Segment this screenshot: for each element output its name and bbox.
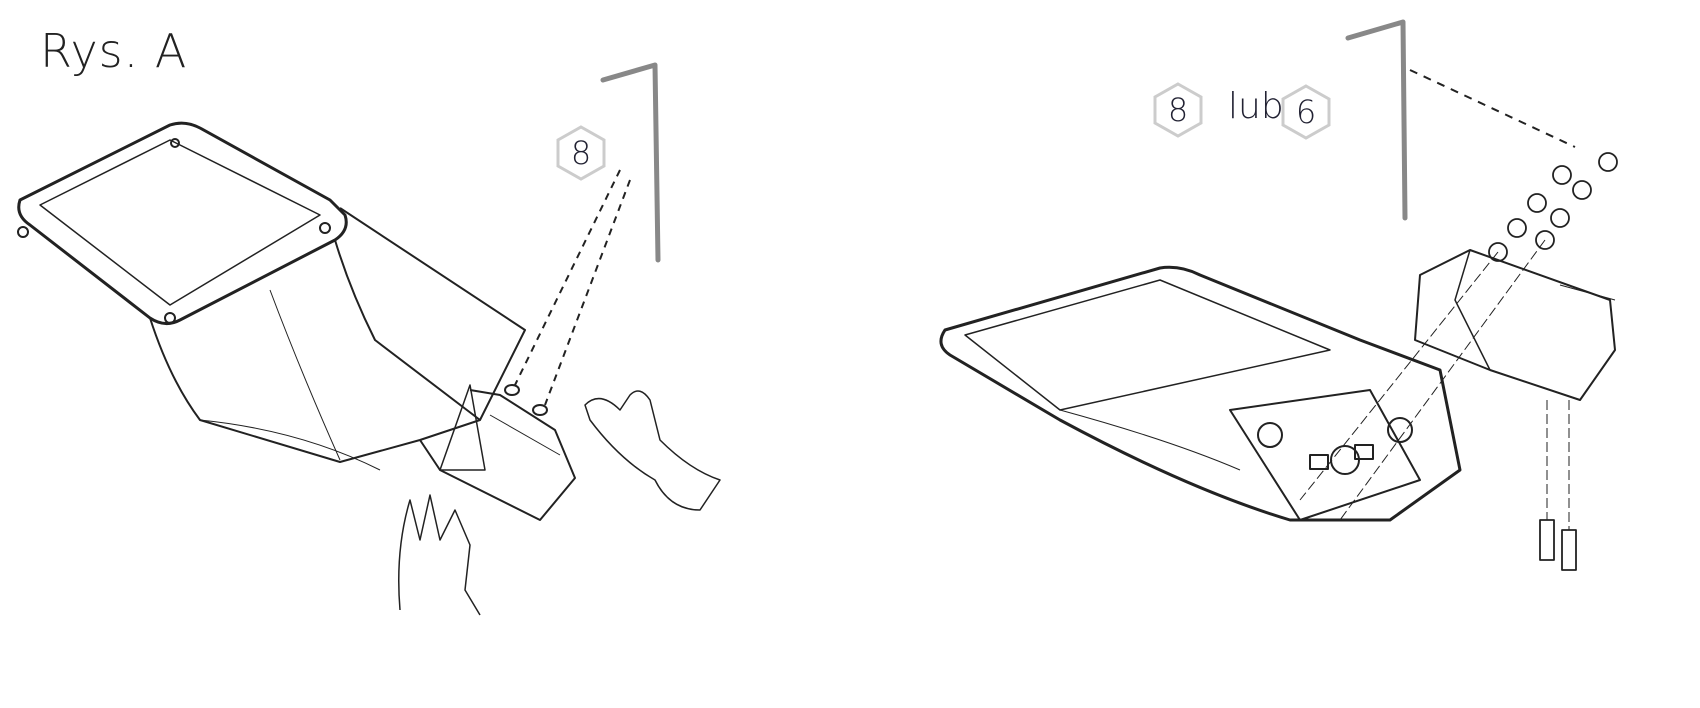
hexagon-icon [1153,82,1203,138]
right-mounting-bracket [1414,249,1616,401]
left-allen-key [600,62,661,263]
right-key-leader [1409,69,1576,148]
right-lamp-housing [939,265,1462,522]
separator-label: lub [1228,86,1284,127]
left-lamp-housing [17,121,526,471]
right-bolts [1488,152,1618,571]
right-allen-key [1345,19,1408,221]
hex-size-badge-b: 6 [1280,84,1332,140]
hexagon-icon [556,125,606,181]
figure-title: Rys. A [40,24,188,78]
left-dashed-leaders [514,169,631,406]
hex-size-badge-a: 8 [1152,82,1204,138]
hexagon-icon [1281,84,1331,140]
right-dashed-leaders [1299,239,1570,530]
hand-icon [398,390,721,616]
hex-size-badge-left: 8 [555,125,607,181]
left-mounting-arm [419,384,576,521]
